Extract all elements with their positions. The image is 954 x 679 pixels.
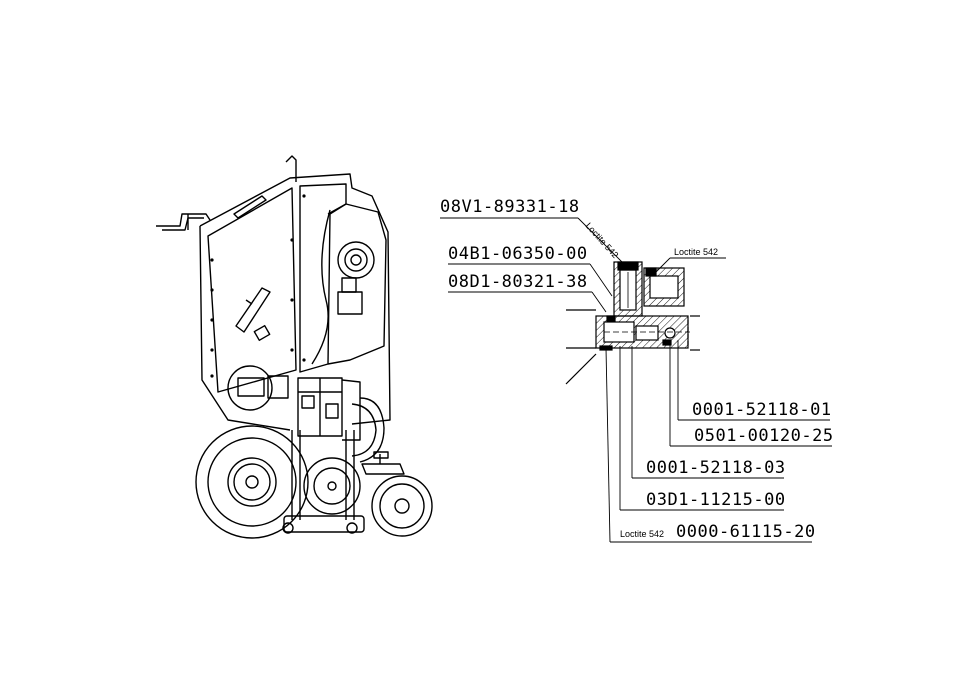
label-03D1-11215-00: 03D1-11215-00 — [646, 490, 786, 510]
middle-wheel — [304, 458, 360, 514]
caster-wheel — [362, 452, 432, 536]
label-0001-52118-03: 0001-52118-03 — [646, 458, 786, 478]
motor-block — [338, 292, 362, 314]
label-08D1-80321-38: 08D1-80321-38 — [448, 272, 588, 292]
motor-pulley — [338, 242, 374, 278]
label-0000-61115-20: 0000-61115-20 — [676, 522, 816, 542]
note-loctite-bottom: Loctite 542 — [620, 529, 664, 539]
label-08V1-89331-18: 08V1-89331-18 — [440, 197, 580, 217]
large-wheel — [196, 426, 308, 538]
machine-side-view — [156, 156, 432, 538]
rivets — [210, 194, 305, 377]
label-0501-00120-25: 0501-00120-25 — [694, 426, 834, 446]
side-panel — [208, 188, 296, 392]
frame-side — [342, 380, 360, 440]
label-04B1-06350-00: 04B1-06350-00 — [448, 244, 588, 264]
note-loctite-top: Loctite 542 — [674, 247, 718, 257]
curved-guard — [312, 210, 330, 364]
note-loctite-diagonal: Loctite 542 — [584, 221, 621, 260]
handle-inner — [162, 218, 204, 230]
motor-housing — [328, 204, 386, 364]
base-plate — [284, 516, 364, 532]
label-0001-52118-01: 0001-52118-01 — [692, 400, 832, 420]
